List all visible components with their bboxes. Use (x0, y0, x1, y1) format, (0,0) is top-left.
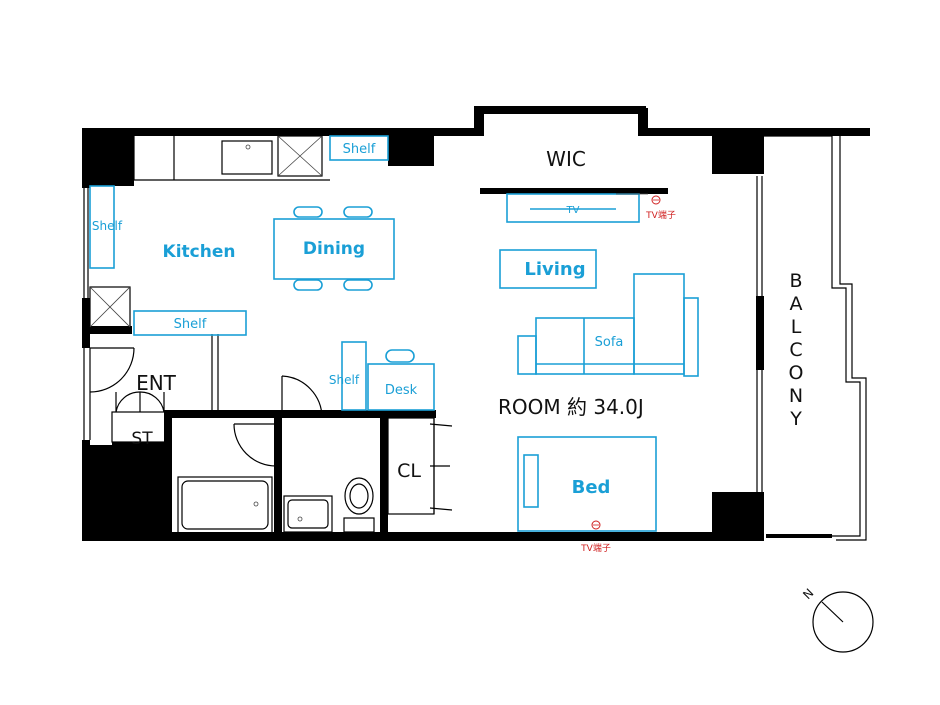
label-balcony: BALCONY (785, 270, 807, 431)
compass-north-label: N (800, 586, 816, 602)
label-bed: Bed (572, 477, 611, 498)
label-tv-outlet-bottom: TV端子 (580, 542, 611, 554)
label-shelf-left: Shelf (92, 219, 123, 233)
label-kitchen: Kitchen (163, 242, 236, 262)
label-tv-outlet-top: TV端子 (645, 209, 676, 221)
label-tv: TV (566, 205, 580, 216)
label-desk: Desk (385, 383, 418, 398)
furniture (89, 135, 699, 532)
label-cl: CL (397, 460, 421, 482)
compass: N (800, 586, 874, 653)
label-ent: ENT (136, 371, 177, 395)
label-sofa: Sofa (595, 335, 624, 350)
label-wic: WIC (546, 147, 586, 171)
label-room: ROOM 約 34.0J (498, 395, 644, 419)
tv-outlets (591, 195, 661, 530)
label-shelf-mid: Shelf (174, 317, 207, 332)
label-shelf-top: Shelf (343, 142, 376, 157)
windows-and-doors (83, 129, 867, 541)
label-living: Living (524, 259, 585, 280)
label-dining: Dining (303, 239, 365, 259)
walls (82, 106, 870, 541)
label-shelf-desk: Shelf (329, 373, 360, 387)
label-st: ST (131, 429, 153, 449)
